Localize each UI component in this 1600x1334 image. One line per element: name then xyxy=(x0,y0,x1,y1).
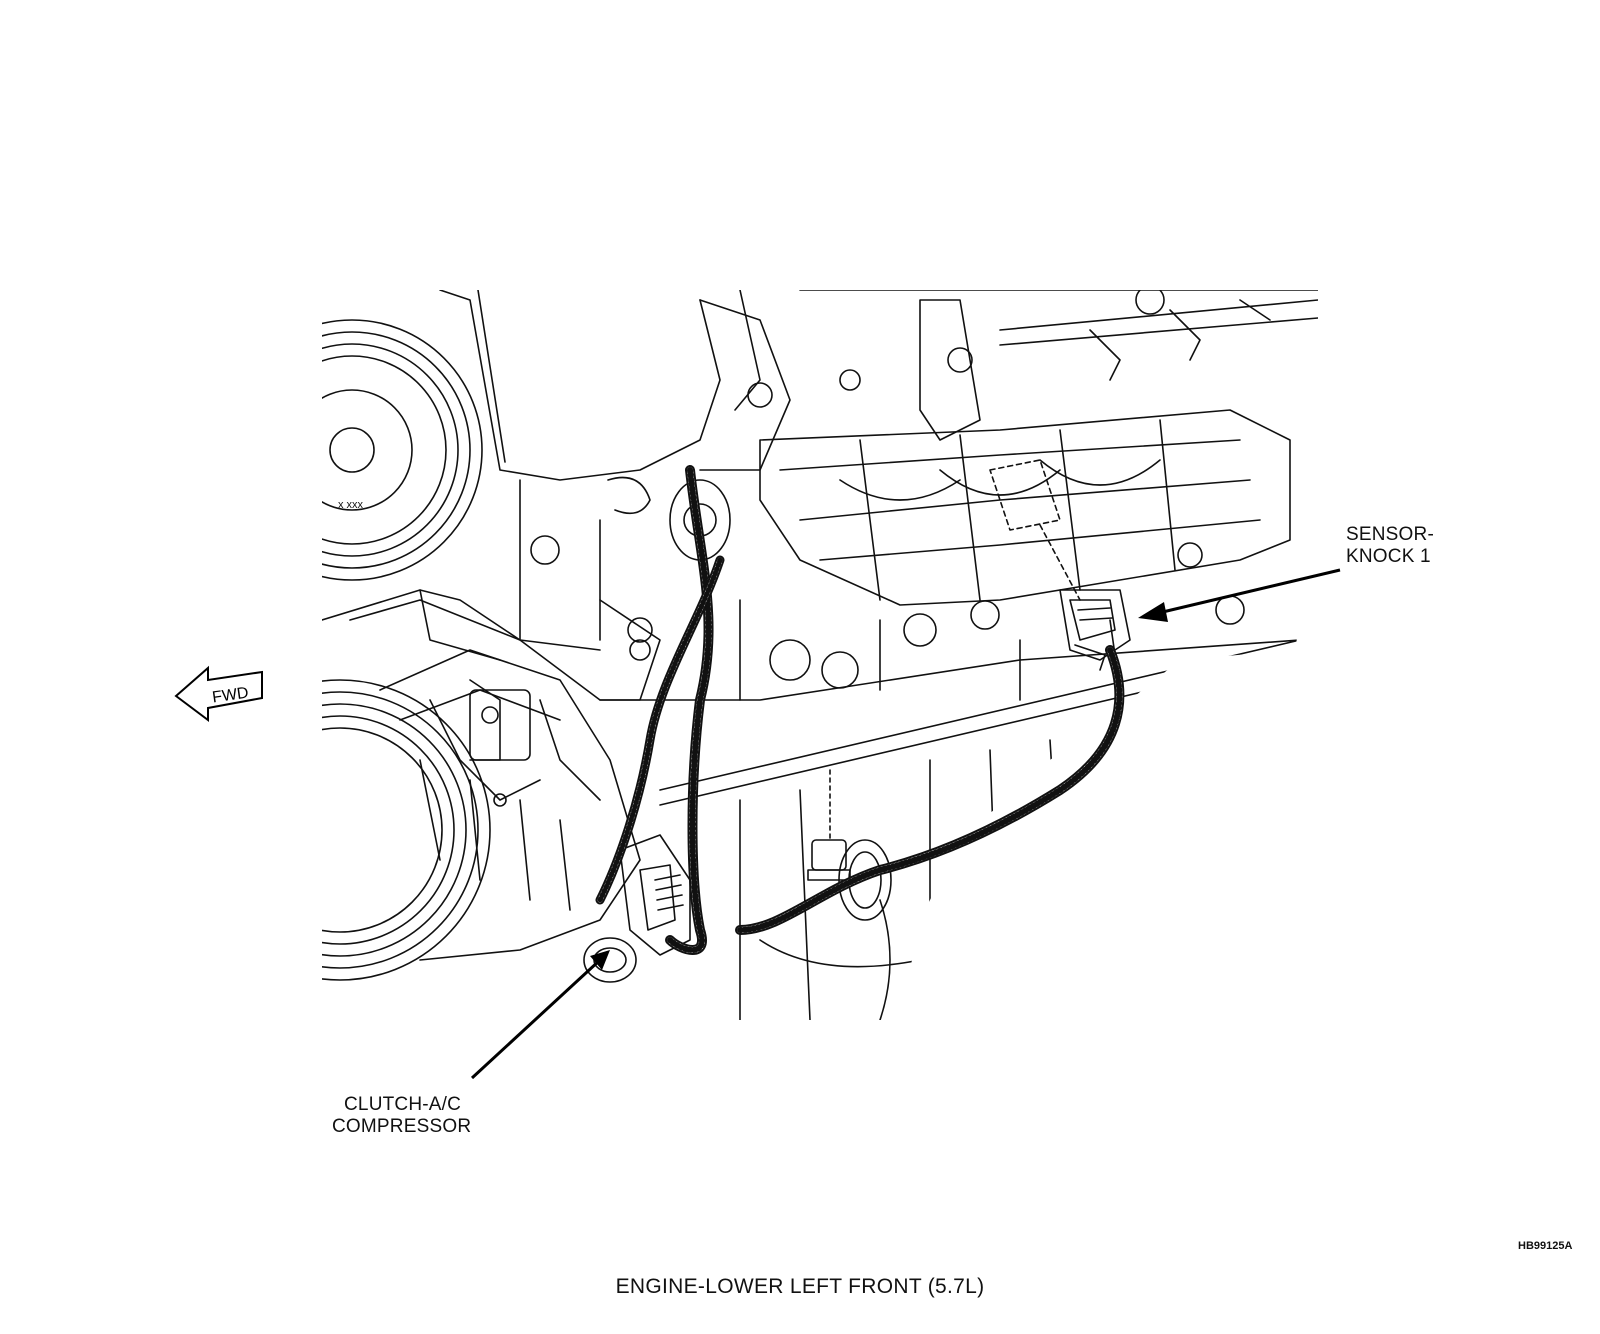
sensor-knock-line-2: KNOCK 1 xyxy=(1346,546,1431,567)
upper-pulley: x xxx xyxy=(322,319,483,581)
svg-text:x xxx: x xxx xyxy=(338,499,364,511)
ac-compressor xyxy=(322,599,641,981)
fwd-arrow-icon: FWD xyxy=(174,665,263,722)
clutch-ac-line-1: CLUTCH-A/C xyxy=(344,1094,462,1115)
engine-illustration: x xxx xyxy=(322,290,1318,1020)
sensor-knock-line-1: SENSOR- xyxy=(1346,524,1434,545)
fwd-arrow-label: FWD xyxy=(211,685,249,707)
clutch-ac-line-2: COMPRESSOR xyxy=(332,1116,472,1137)
sensor-knock-callout: SENSOR- KNOCK 1 xyxy=(1346,524,1434,568)
sensor-leader-arrow xyxy=(1138,568,1341,622)
figure-caption: ENGINE-LOWER LEFT FRONT (5.7L) xyxy=(615,1275,985,1298)
exhaust-manifold xyxy=(759,409,1291,606)
clutch-ac-callout: CLUTCH-A/C COMPRESSOR xyxy=(332,1094,532,1138)
wiring-harness xyxy=(595,465,1125,955)
knock-sensor-connector xyxy=(1059,589,1131,671)
figure-code: HB99125A xyxy=(1518,1240,1573,1252)
clutch-leader-arrow xyxy=(470,950,610,1080)
